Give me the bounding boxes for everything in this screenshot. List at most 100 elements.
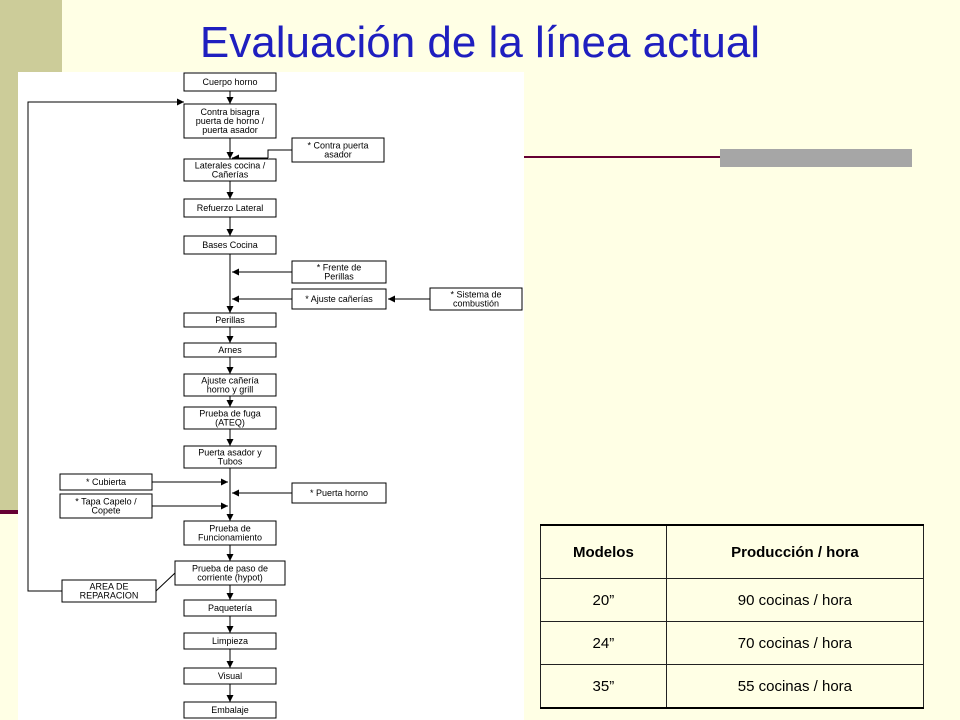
process-step: Limpieza [183,632,277,650]
cell-model: 35” [540,664,667,709]
input-box-label: Perillas [324,272,354,282]
process-step-frame [183,667,277,685]
table-row: 35” 55 cocinas / hora [540,664,925,709]
input-box: * Puerta horno [291,482,387,504]
process-step-label: Prueba de paso de [192,564,268,574]
repair-connector [155,572,176,592]
process-step-frame [183,235,277,255]
process-step-frame [183,520,277,546]
process-step: Prueba de fuga(ATEQ) [183,406,277,430]
process-step-label: Arnes [218,345,242,355]
process-step-frame [183,632,277,650]
process-step-frame [183,599,277,617]
input-box-frame [59,473,153,491]
repair-area-frame [61,579,157,603]
cell-production: 70 cocinas / hora [665,621,925,665]
input-box-label: Copete [91,506,120,516]
process-step-frame [183,342,277,358]
process-step-label: Embalaje [211,705,249,715]
process-step-label: Cañerías [212,170,249,180]
process-step-frame [183,445,277,469]
process-step-frame [183,72,277,92]
input-connector [267,149,292,158]
process-step: Laterales cocina /Cañerías [183,158,277,182]
cell-model: 20” [540,578,667,622]
process-step-frame [183,103,277,139]
process-step-label: Puerta asador y [198,448,262,458]
input-box-label: * Ajuste cañerías [305,294,373,304]
input-box-label: asador [324,150,352,160]
input-box: * Cubierta [59,473,153,491]
input-box-frame [59,493,153,519]
title-rule-block [720,149,912,167]
input-box-frame [291,482,387,504]
input-box-label: * Puerta horno [310,488,368,498]
slide-title: Evaluación de la línea actual [199,18,761,67]
process-step: Cuerpo horno [183,72,277,92]
input-box: * Tapa Capelo /Copete [59,493,153,519]
process-step-frame [183,158,277,182]
process-step-label: corriente (hypot) [197,573,263,583]
process-step-label: Paquetería [208,603,252,613]
header-production: Producción / hora [665,524,925,579]
process-step: Paquetería [183,599,277,617]
input-box-label: * Sistema de [450,290,501,300]
process-step-label: Prueba de fuga [199,409,261,419]
process-step: Arnes [183,342,277,358]
process-step-label: puerta asador [202,125,258,135]
process-step-label: Cuerpo horno [202,77,257,87]
production-table: Modelos Producción / hora 20” 90 cocinas… [540,524,925,709]
process-step: Visual [183,667,277,685]
process-step-frame [183,198,277,218]
input-box-label: combustión [453,299,499,309]
process-step: Refuerzo Lateral [183,198,277,218]
process-step-label: Visual [218,671,242,681]
process-step-frame [183,406,277,430]
process-step-label: Funcionamiento [198,533,262,543]
repair-loop [27,98,184,592]
input-box-label: * Contra puerta [307,141,368,151]
process-step-label: Prueba de [209,524,251,534]
repair-area-label: REPARACION [80,591,139,601]
process-step-label: Perillas [215,315,245,325]
title-rule [520,156,912,158]
process-step-label: puerta de horno / [196,116,265,126]
process-step: Perillas [183,312,277,328]
process-step-label: Ajuste cañería [201,376,259,386]
cell-production: 90 cocinas / hora [665,578,925,622]
input-box-frame [291,137,385,163]
header-models: Modelos [540,524,667,579]
input-box-frame [291,260,387,284]
input-box: * Ajuste cañerías [291,288,387,310]
input-box-label: * Frente de [317,263,362,273]
input-box-label: * Tapa Capelo / [75,497,137,507]
input-box-label: * Cubierta [86,477,126,487]
process-step-frame [183,373,277,397]
flowchart-connectors [27,91,430,702]
input-box-frame [291,288,387,310]
table-row: 24” 70 cocinas / hora [540,621,925,665]
repair-area-label: AREA DE [89,582,128,592]
table-header-row: Modelos Producción / hora [540,524,925,579]
process-step-label: horno y grill [207,385,254,395]
cell-model: 24” [540,621,667,665]
process-step: Embalaje [183,701,277,719]
process-step-frame [183,701,277,719]
process-step-label: Tubos [218,457,243,467]
process-step-label: Limpieza [212,636,248,646]
process-step-label: Bases Cocina [202,240,258,250]
process-step-label: Contra bisagra [200,107,259,117]
process-step-label: Laterales cocina / [195,161,266,171]
cell-production: 55 cocinas / hora [665,664,925,709]
process-step-frame [174,560,286,586]
